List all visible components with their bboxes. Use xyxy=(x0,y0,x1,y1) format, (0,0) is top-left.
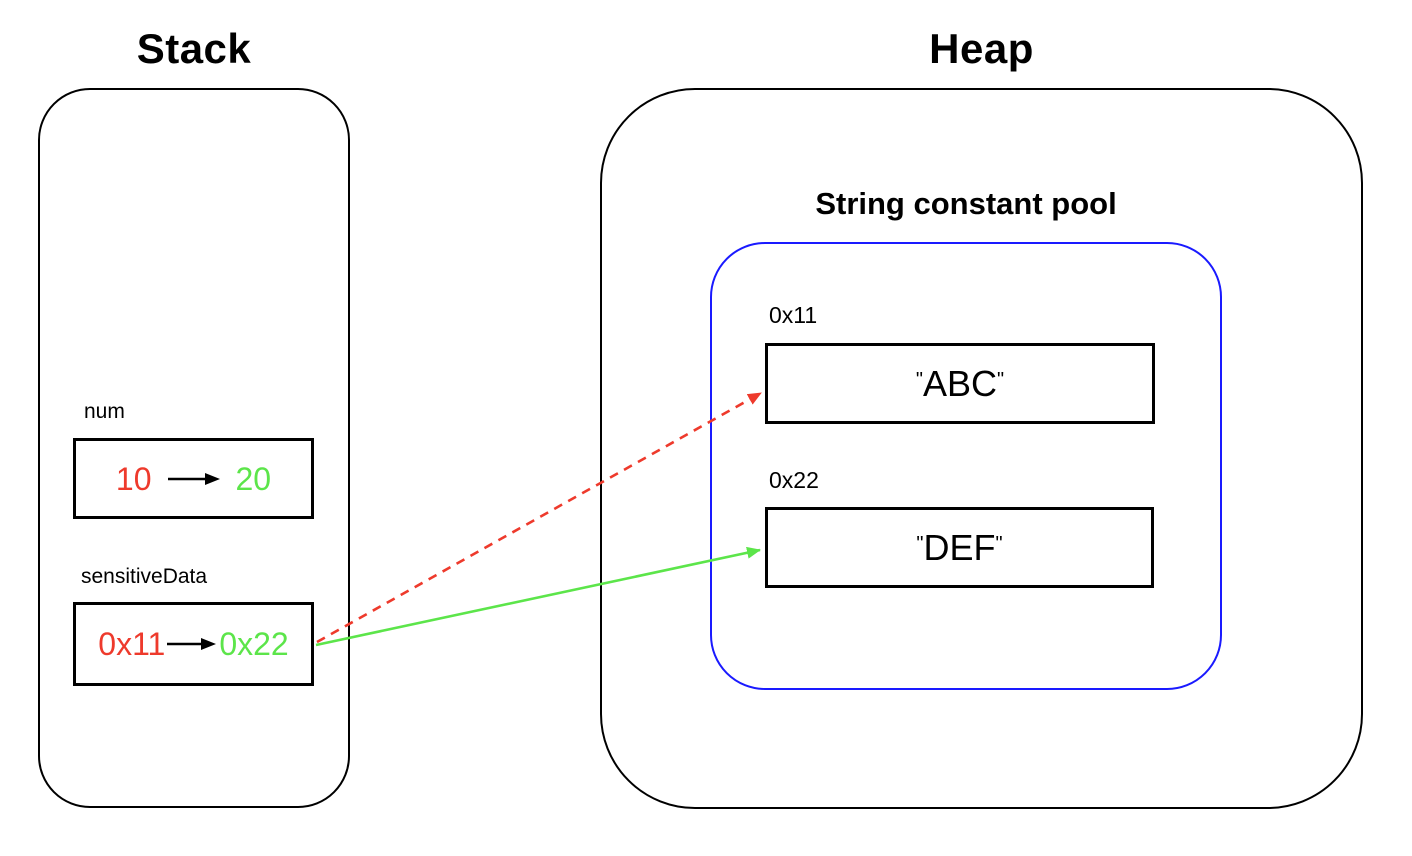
pool-entry-address-0x11: 0x11 xyxy=(769,302,818,328)
variable-box-num: 10 20 xyxy=(73,438,314,519)
pool-entry-address-0x22: 0x22 xyxy=(769,467,819,493)
value-change-arrow-icon xyxy=(167,635,217,653)
pool-string-def: "DEF" xyxy=(916,526,1003,568)
sensitivedata-new-value: 0x22 xyxy=(219,626,289,662)
open-quote: " xyxy=(915,368,923,391)
close-quote: " xyxy=(997,368,1005,391)
string-value: ABC xyxy=(922,362,998,404)
stack-title: Stack xyxy=(136,25,252,72)
variable-box-sensitivedata: 0x11 0x22 xyxy=(73,602,314,686)
num-old-value: 10 xyxy=(115,460,152,497)
open-quote: " xyxy=(916,532,924,555)
variable-label-num: num xyxy=(84,400,125,423)
variable-label-sensitivedata: sensitiveData xyxy=(81,565,208,588)
string-value: DEF xyxy=(923,526,996,568)
heap-title: Heap xyxy=(929,25,1034,72)
string-constant-pool-title: String constant pool xyxy=(815,186,1117,221)
num-new-value: 20 xyxy=(235,460,272,497)
pool-entry-box-def: "DEF" xyxy=(765,507,1154,588)
pool-entry-box-abc: "ABC" xyxy=(765,343,1155,424)
value-change-arrow-icon xyxy=(167,470,221,488)
sensitivedata-old-value: 0x11 xyxy=(98,626,166,662)
close-quote: " xyxy=(995,532,1003,555)
pool-string-abc: "ABC" xyxy=(915,362,1005,404)
